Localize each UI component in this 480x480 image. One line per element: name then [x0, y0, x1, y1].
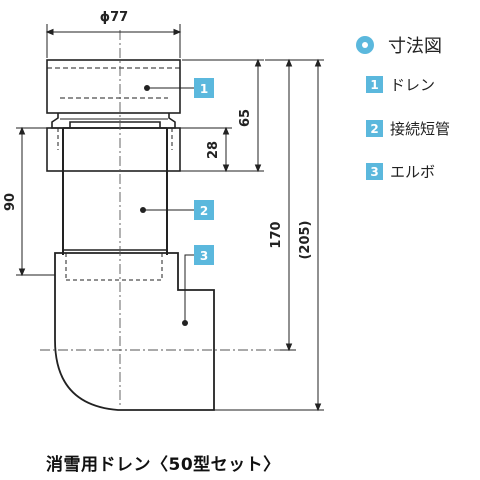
dim-90-label: 90	[3, 193, 18, 211]
callout-badge-2	[194, 200, 214, 220]
callout-badge-3	[194, 245, 214, 265]
svg-text:2: 2	[200, 204, 208, 218]
svg-text:3: 3	[370, 165, 378, 179]
dim-65	[175, 58, 264, 173]
elbow-outline	[54, 252, 215, 411]
dim-diameter	[45, 24, 182, 58]
legend-item-elbow: 3 エルボ	[366, 163, 435, 181]
svg-text:1: 1	[370, 78, 378, 92]
callout-1: 1	[144, 78, 214, 98]
svg-text:3: 3	[200, 249, 208, 263]
dim-diameter-label: ϕ77	[100, 10, 128, 25]
dim-205	[214, 58, 324, 412]
legend-item-drain: 1 ドレン	[366, 76, 435, 94]
dim-90	[16, 126, 62, 277]
callout-badge-1	[194, 78, 214, 98]
legend: 寸法図 1 ドレン 2 接続短管 3 エルボ	[356, 36, 450, 181]
svg-text:2: 2	[370, 122, 378, 136]
legend-title: 寸法図	[388, 36, 442, 57]
dim-28-label: 28	[206, 141, 221, 159]
svg-text:エルボ: エルボ	[390, 163, 435, 181]
drain-lower-body	[46, 127, 181, 172]
dim-65-label: 65	[238, 109, 253, 127]
elbow-part	[54, 252, 215, 411]
legend-item-short-pipe: 2 接続短管	[366, 120, 450, 138]
drain-body	[46, 59, 181, 114]
diagram-caption: 消雪用ドレン〈50型セット〉	[46, 454, 281, 475]
svg-text:1: 1	[200, 82, 208, 96]
dim-170	[265, 58, 296, 352]
svg-text:ドレン: ドレン	[390, 76, 435, 94]
drain-part	[46, 59, 181, 172]
svg-text:接続短管: 接続短管	[390, 120, 450, 138]
dim-28	[176, 126, 232, 173]
short-pipe-part	[57, 121, 173, 255]
dim-170-label: 170	[269, 221, 284, 248]
callout-3: 3	[182, 245, 214, 326]
callout-2: 2	[140, 200, 214, 220]
dim-205-label: (205)	[298, 220, 313, 259]
